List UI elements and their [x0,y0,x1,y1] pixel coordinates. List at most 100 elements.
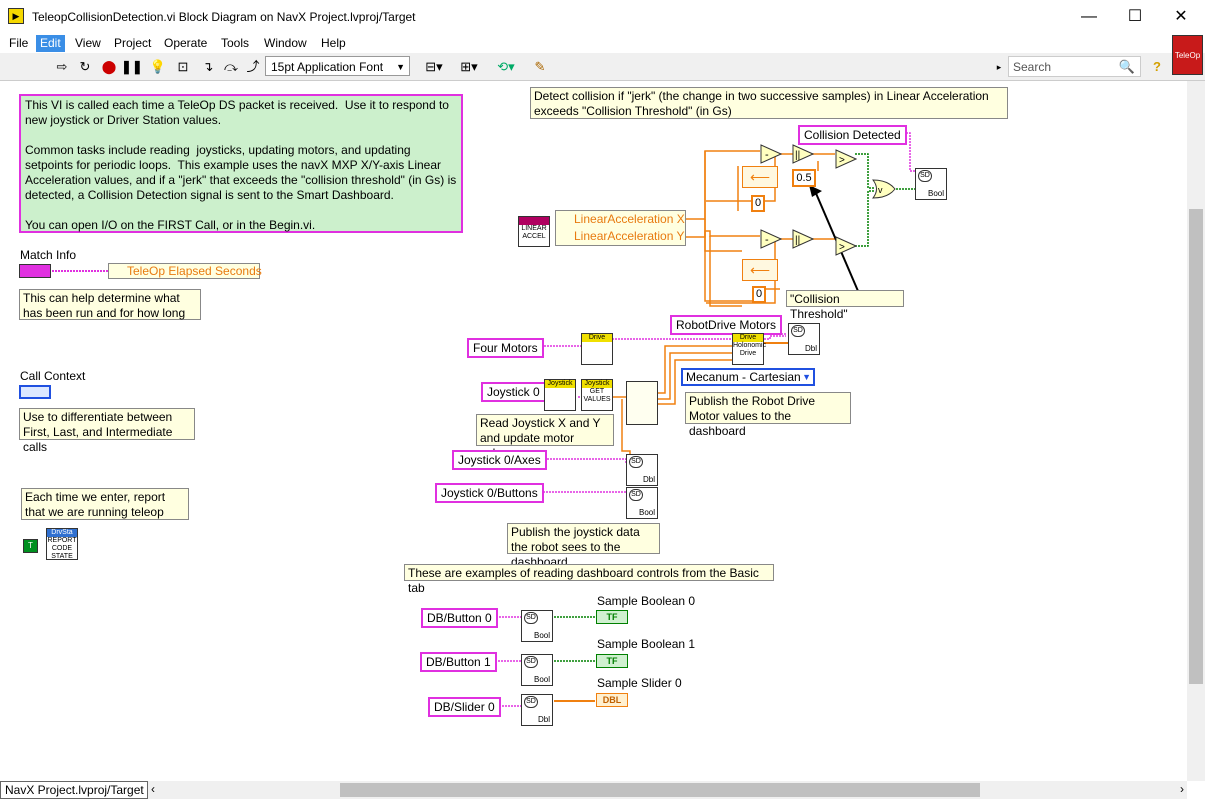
drive-header: Drive [582,334,612,342]
project-target-tab[interactable]: NavX Project.lvproj/Target [0,781,148,799]
toolbar-overflow-icon[interactable]: ▸ [996,62,1002,72]
scroll-right-icon[interactable]: › [1180,782,1184,796]
minimize-button[interactable]: — [1081,8,1097,25]
true-constant[interactable]: T [23,539,38,553]
align-objects-icon[interactable]: ⊟▾ [425,59,443,74]
call-context-terminal[interactable] [19,385,51,399]
greater-x-icon[interactable]: > [835,149,858,169]
sd-put-bool-collision[interactable]: SD Bool [915,168,947,200]
sd-get-dbl-slider0[interactable]: SD Dbl [521,694,553,726]
report-comment: Each time we enter, report that we are r… [21,488,189,520]
call-help-comment: Use to differentiate between First, Last… [19,408,195,454]
run-continuously-icon[interactable]: ↻ [79,59,91,74]
sample-boolean1-label: Sample Boolean 1 [597,637,696,651]
sd-put-dbl-drive[interactable]: SD Dbl [788,323,820,355]
publish-joystick-comment: Publish the joystick data the robot sees… [507,523,660,569]
mecanum-mode-value: Mecanum - Cartesian [686,370,801,384]
menu-edit[interactable]: Edit [36,35,65,52]
joystick-get-header: Joystick [582,380,612,388]
menu-project[interactable]: Project [114,36,152,50]
highlight-execution-icon[interactable]: 💡 [149,59,167,74]
svg-text:-: - [765,234,769,246]
greater-y-icon[interactable]: > [835,236,858,256]
sample-boolean1-indicator[interactable]: TF [596,654,628,668]
joystick0-label[interactable]: Joystick 0 [481,382,546,402]
menu-help[interactable]: Help [321,36,346,50]
joystick-axes-label[interactable]: Joystick 0/Axes [452,450,547,470]
subtract-x-icon[interactable]: - [760,144,783,164]
sd-put-dbl-axes[interactable]: SD Dbl [626,454,658,486]
or-gate-icon[interactable]: v [871,179,896,199]
absolute-y-icon[interactable]: || [792,229,815,249]
collision-detected-label[interactable]: Collision Detected [798,125,907,145]
feedback-init-y[interactable]: 0 [752,286,766,303]
absolute-x-icon[interactable]: || [792,144,815,164]
abort-icon[interactable]: ⬤ [101,59,117,74]
step-out-icon[interactable]: ⤴ [246,59,260,74]
collision-comment: Detect collision if "jerk" (the change i… [530,87,1008,119]
holonomic-drive-node[interactable]: Drive Holonomic Drive [732,333,766,365]
sample-boolean0-indicator[interactable]: TF [596,610,628,624]
four-motors-label[interactable]: Four Motors [467,338,544,358]
search-input[interactable]: Search [1008,56,1141,77]
publish-drive-comment: Publish the Robot Drive Motor values to … [685,392,851,438]
window-title: TeleopCollisionDetection.vi Block Diagra… [32,10,416,24]
db-slider0-label[interactable]: DB/Slider 0 [428,697,501,717]
joystick-get-values-node[interactable]: Joystick GET VALUES [581,379,613,411]
distribute-objects-icon[interactable]: ⊞▾ [460,59,478,74]
collision-threshold-label: "Collision Threshold" [786,290,904,321]
teleop-elapsed-unbundle[interactable]: TeleOp Elapsed Seconds [108,263,262,279]
sample-slider0-indicator[interactable]: DBL [596,693,628,707]
menu-window[interactable]: Window [264,36,307,50]
feedback-init-x[interactable]: 0 [751,195,765,212]
search-icon[interactable]: 🔍 [1118,59,1136,74]
pause-icon[interactable]: ❚❚ [121,59,143,74]
joystick-buttons-label[interactable]: Joystick 0/Buttons [435,483,544,503]
font-select[interactable]: 15pt Application Font ▼ [265,56,410,76]
collision-threshold-control[interactable]: 0.5 [792,169,816,187]
match-info-label: Match Info [20,248,77,262]
menu-file[interactable]: File [9,36,29,50]
menu-operate[interactable]: Operate [164,36,208,50]
feedback-node-y-icon[interactable]: ⟵ [742,259,778,281]
drive-open-node[interactable]: Drive [581,333,613,365]
horizontal-scroll-thumb[interactable] [340,783,980,797]
horizontal-scrollbar[interactable]: ‹ › [148,781,1187,799]
close-button[interactable]: ✕ [1174,8,1188,25]
match-info-terminal[interactable] [19,264,51,278]
vertical-scrollbar[interactable] [1187,81,1205,781]
navx-linear-accel-node[interactable]: LINEAR ACCEL [518,216,550,247]
linear-accel-x-label: LinearAcceleration X [574,212,685,226]
clean-up-diagram-icon[interactable]: ✎ [534,59,546,74]
step-over-icon[interactable]: ⤼ [224,59,238,74]
sd-get-bool-button0[interactable]: SD Bool [521,610,553,642]
step-into-icon[interactable]: ↴ [202,59,214,74]
svg-text:>: > [839,155,845,166]
reorder-icon[interactable]: ⟲▾ [497,59,515,74]
block-diagram[interactable]: This VI is called each time a TeleOp DS … [0,81,1187,781]
retain-wire-values-icon[interactable]: ⊡ [177,59,189,74]
sample-slider0-label: Sample Slider 0 [597,676,682,690]
maximize-button[interactable]: ☐ [1127,8,1143,25]
joystick-open-node[interactable]: Joystick [544,379,576,411]
scroll-left-icon[interactable]: ‹ [151,782,155,796]
match-help-comment: This can help determine what has been ru… [19,289,201,320]
menu-tools[interactable]: Tools [221,36,250,50]
db-button0-label[interactable]: DB/Button 0 [421,608,498,628]
unbundle-axes-icon[interactable] [626,381,658,425]
sd-put-bool-buttons[interactable]: SD Bool [626,487,658,519]
menu-view[interactable]: View [75,36,101,50]
sd-get-bool-button1[interactable]: SD Bool [521,654,553,686]
linear-accel-unbundle[interactable]: LinearAcceleration X LinearAcceleration … [555,210,686,246]
help-icon[interactable]: ? [1153,59,1161,74]
vertical-scroll-thumb[interactable] [1189,209,1203,684]
subtract-y-icon[interactable]: - [760,229,783,249]
report-code-state-node[interactable]: DrvSta REPORT CODE STATE [46,528,78,560]
robotdrive-motors-label[interactable]: RobotDrive Motors [670,315,783,335]
db-button1-label[interactable]: DB/Button 1 [420,652,497,672]
run-arrow-icon[interactable]: ⇨ [56,59,68,74]
svg-text:||: || [795,235,800,246]
feedback-node-x-icon[interactable]: ⟵ [742,166,778,188]
svg-text:-: - [765,149,769,161]
mecanum-mode-select[interactable]: Mecanum - Cartesian ▼ [681,368,815,386]
